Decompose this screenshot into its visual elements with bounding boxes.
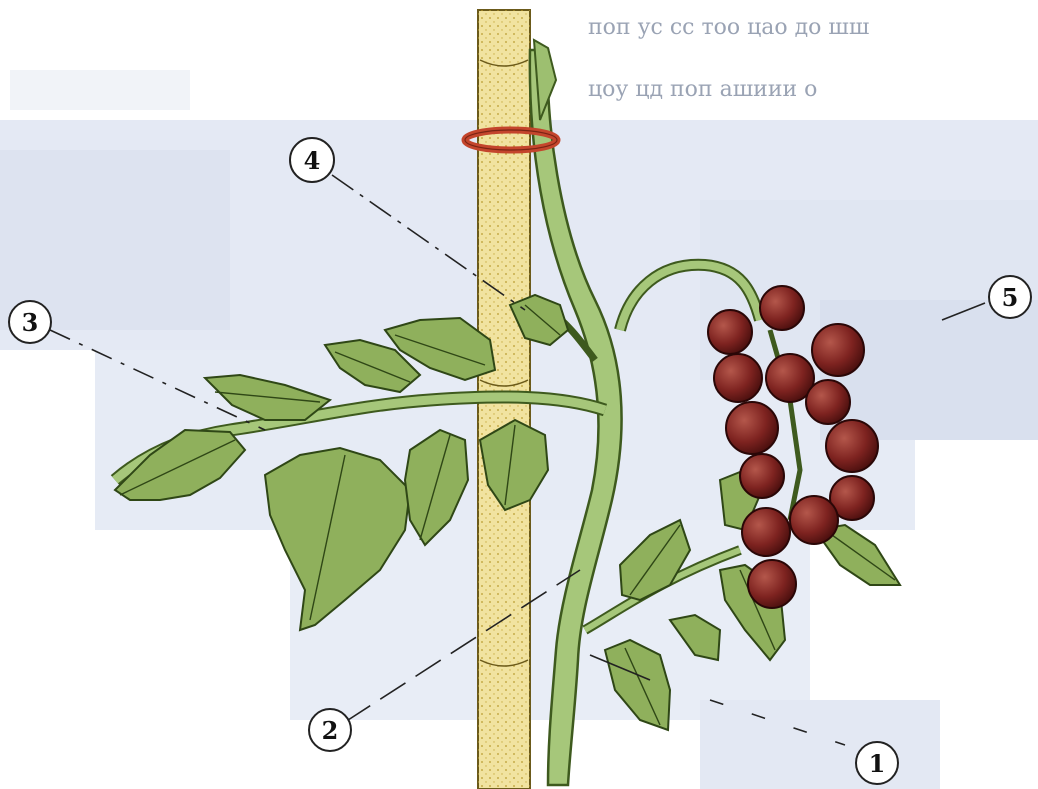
- tomato: [714, 354, 762, 402]
- label-4: 4: [290, 138, 334, 182]
- tomato: [760, 286, 804, 330]
- background-text-line-2: цоу цд поп ашиии о: [588, 77, 817, 102]
- label-5-text: 5: [1002, 283, 1019, 312]
- tomato: [740, 454, 784, 498]
- label-2-text: 2: [322, 716, 339, 745]
- background-text-line-1: поп ус сс тоо цао до шш: [588, 15, 869, 40]
- label-5: 5: [989, 276, 1031, 318]
- tomato: [742, 508, 790, 556]
- label-1: 1: [856, 742, 898, 784]
- tomato: [812, 324, 864, 376]
- tomato: [708, 310, 752, 354]
- tomato: [748, 560, 796, 608]
- background-text: поп ус сс тоо цао до шш цоу цд поп ашиии…: [588, 15, 869, 102]
- label-3: 3: [9, 301, 51, 343]
- label-1-text: 1: [869, 749, 886, 778]
- tomato: [806, 380, 850, 424]
- label-2: 2: [309, 709, 351, 751]
- label-3-text: 3: [22, 308, 39, 337]
- label-4-text: 4: [304, 146, 321, 175]
- tomato: [826, 420, 878, 472]
- tomato: [726, 402, 778, 454]
- tomato: [790, 496, 838, 544]
